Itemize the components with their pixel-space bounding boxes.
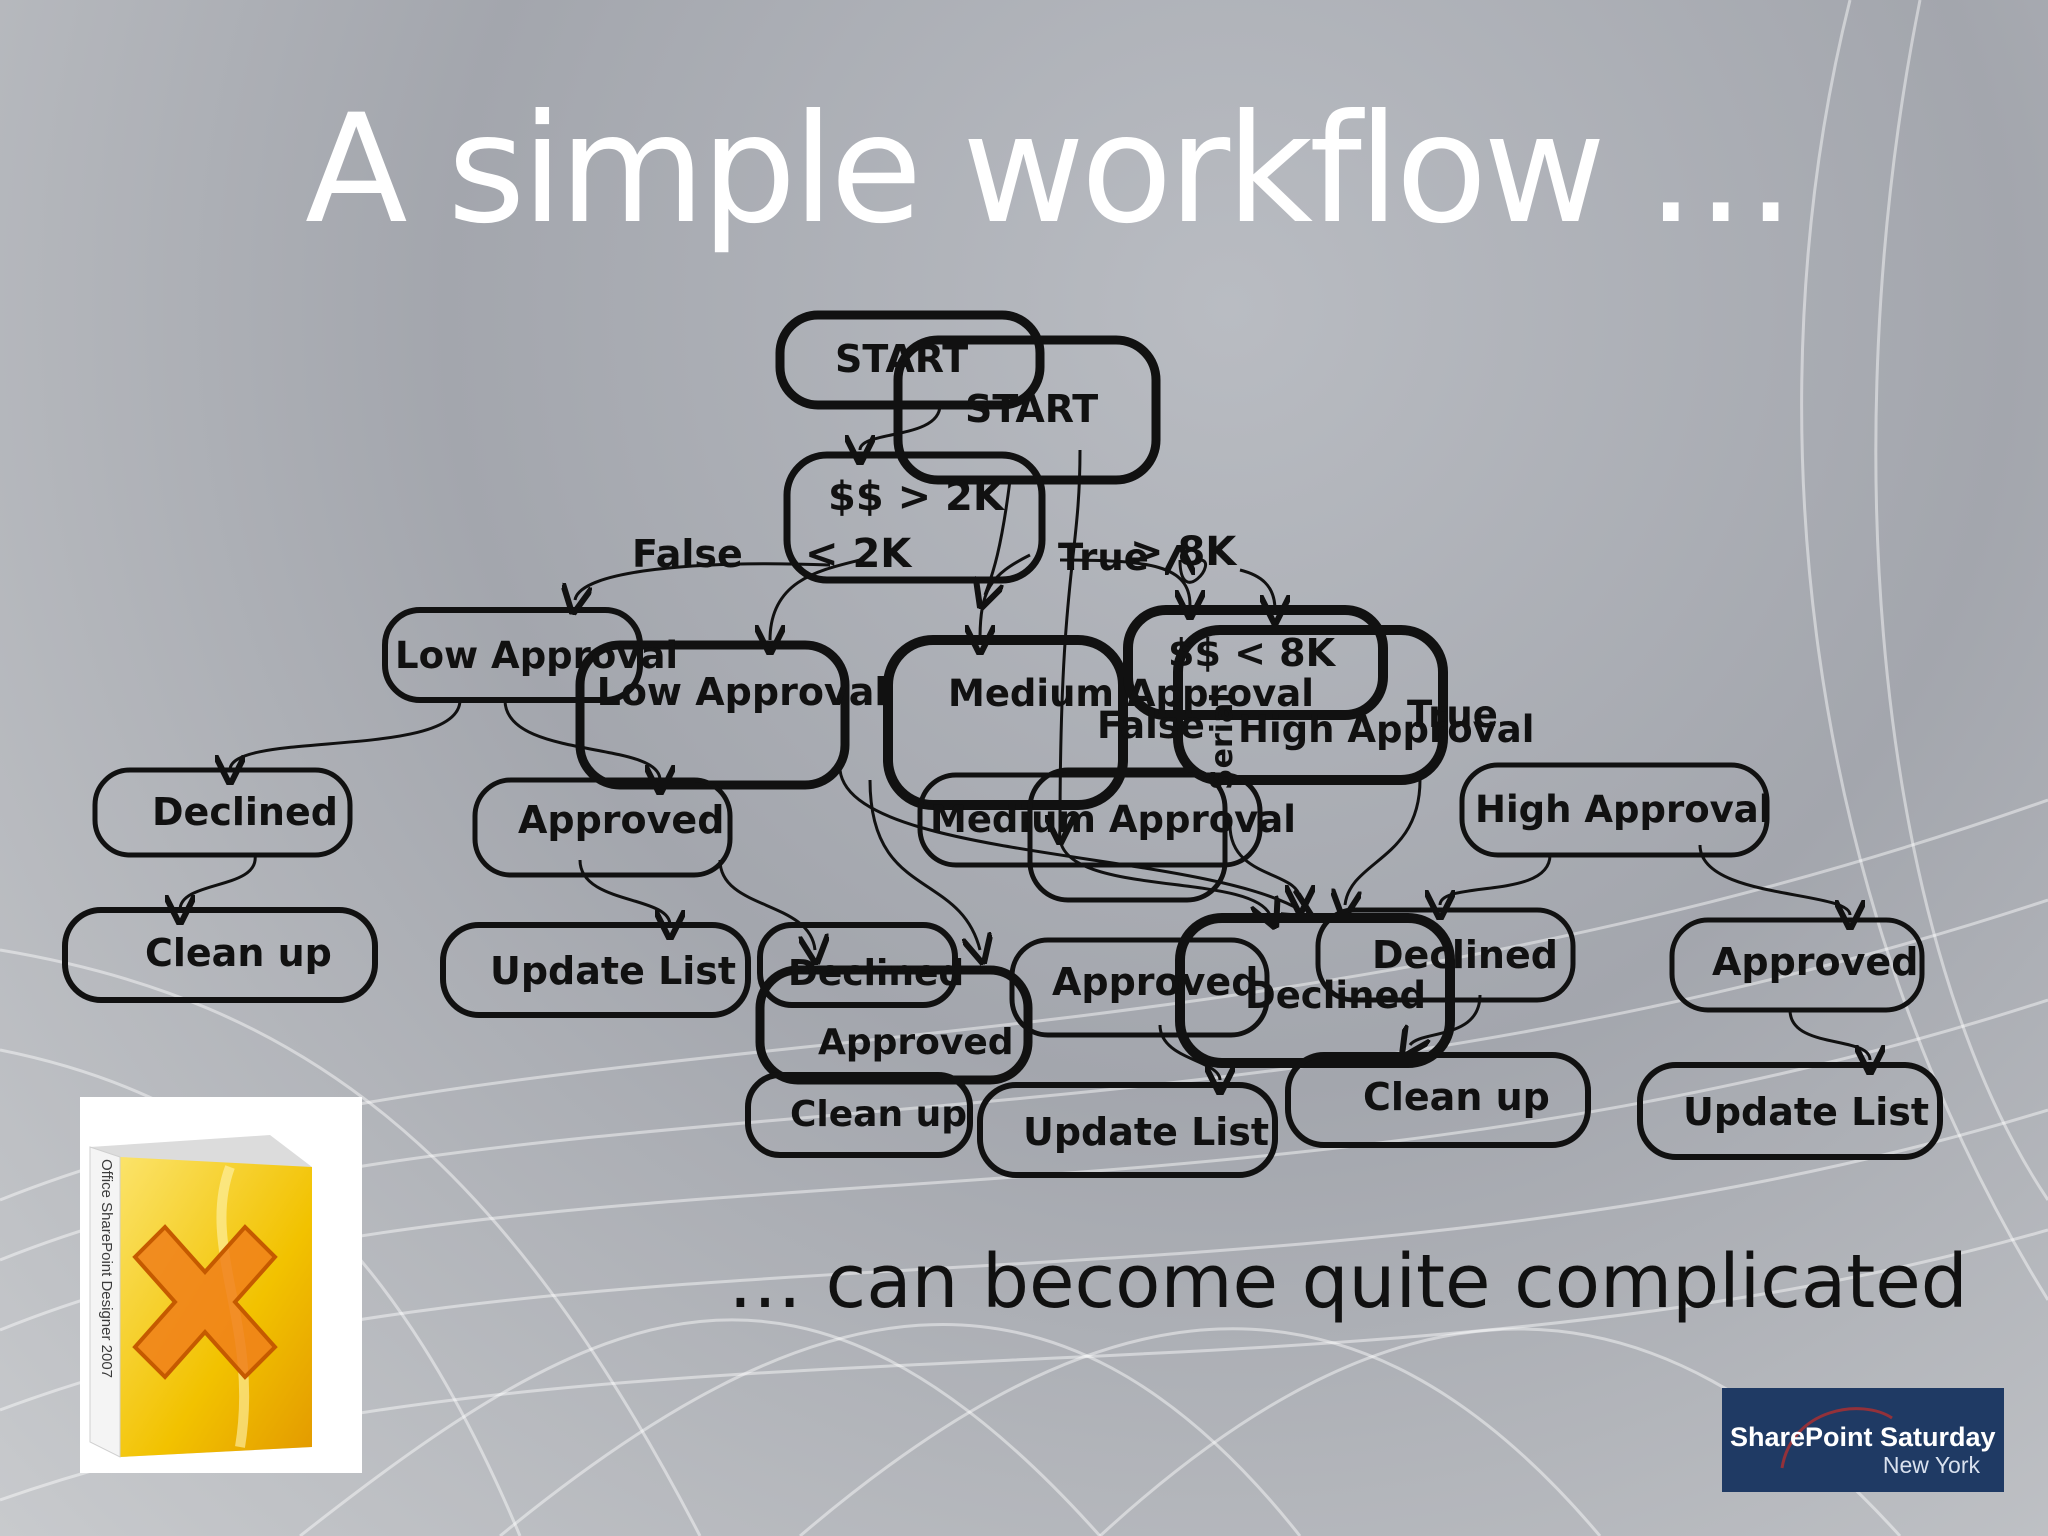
connector [180, 854, 257, 910]
node-medium-approval-b: Medium Approval [930, 798, 1296, 841]
slide-title: A simple workflow … [305, 83, 1796, 257]
slide-subtitle: … can become quite complicated [728, 1239, 1968, 1325]
node-outline [62, 907, 378, 1003]
logo-swoosh-icon [1780, 1407, 1893, 1469]
node-approved-c: Approved [1052, 960, 1258, 1004]
edge-label-false-1: False [632, 532, 743, 576]
node-outline [1123, 605, 1388, 720]
node-low-approval-b: Low Approval [597, 670, 888, 714]
node-approved-b: Approved [818, 1022, 1014, 1063]
product-box-text: Office SharePoint Designer 2007 [98, 1159, 115, 1378]
connector [985, 479, 1012, 595]
node-outline [1459, 762, 1770, 858]
connector [1440, 854, 1552, 905]
node-outline [440, 922, 751, 1018]
node-outline [893, 335, 1161, 485]
connector [230, 699, 462, 770]
box-spine [89, 1146, 121, 1458]
node-update-list-a: Update List [490, 949, 736, 993]
edge-label-false-2: False [1097, 704, 1205, 747]
node-outline [1669, 917, 1925, 1013]
node-outline [917, 772, 1263, 868]
node-outline [977, 1082, 1278, 1178]
node-outline [1173, 625, 1448, 785]
node-cleanup-c: Clean up [1363, 1075, 1550, 1119]
node-cleanup-b: Clean up [790, 1094, 967, 1135]
logo-line-1: SharePoint Saturday [1730, 1422, 1996, 1452]
edge-label-serial: Serial [1205, 692, 1240, 790]
node-outline [92, 767, 353, 858]
node-update-list-c: Update List [1683, 1090, 1929, 1134]
cross-icon [132, 1224, 278, 1380]
node-outline [1175, 913, 1455, 1068]
connector [1698, 844, 1850, 915]
edge-label-lt-2k: < 2K [805, 531, 913, 577]
connector [1060, 449, 1082, 830]
edge-labels: False < 2K True > 8K False True Serial [632, 529, 1498, 790]
connector [578, 859, 670, 925]
connector [718, 859, 815, 950]
node-cleanup-a: Clean up [145, 931, 332, 975]
connector [868, 779, 980, 950]
connector [1239, 568, 1275, 610]
product-box-image: Office SharePoint Designer 2007 [80, 1097, 362, 1473]
connector [1345, 779, 1422, 905]
node-approved-a: Approved [518, 798, 724, 842]
node-start-a: START [835, 337, 968, 381]
node-start-b: START [965, 387, 1098, 431]
sharepoint-saturday-logo: SharePoint Saturday New York [1722, 1388, 2004, 1492]
node-outline [883, 635, 1128, 810]
connector [1788, 1009, 1870, 1060]
connector [838, 769, 1300, 910]
node-outline [382, 607, 643, 703]
connector [770, 558, 861, 640]
node-outline [1285, 1052, 1591, 1148]
node-cond-8k: $$ < 8K [1168, 631, 1337, 675]
edge-label-true-1: True [1058, 536, 1149, 579]
node-outline [472, 777, 733, 878]
connector [980, 553, 1031, 640]
node-labels: START START $$ > 2K Low Approval Low App… [145, 337, 1929, 1154]
node-outline [1637, 1062, 1943, 1160]
connectors [180, 404, 1870, 1080]
low-approval-b-text: Low Approval [597, 670, 888, 714]
node-outline [1009, 937, 1270, 1038]
node-medium-approval-a: Medium Approval [948, 672, 1314, 715]
node-declined-d: Declined [1245, 974, 1426, 1017]
node-cond-2k: $$ > 2K [828, 474, 1006, 520]
node-high-approval-a: High Approval [1238, 708, 1534, 751]
node-outline [745, 1072, 973, 1158]
node-approved-d: Approved [1712, 940, 1918, 984]
logo-line-2: New York [1882, 1452, 1980, 1478]
node-outline [775, 310, 1045, 410]
sharepoint-designer-box-icon: Office SharePoint Designer 2007 [89, 1135, 312, 1458]
node-outline [755, 965, 1033, 1085]
node-declined-a: Declined [152, 790, 338, 834]
node-update-list-b: Update List [1023, 1110, 1269, 1154]
node-declined-b: Declined [788, 953, 964, 994]
edge-label-gt-8k: > 8K [1130, 529, 1238, 575]
connector [1059, 558, 1190, 605]
connector [575, 562, 831, 600]
node-declined-c: Declined [1372, 933, 1558, 977]
node-outlines [62, 310, 1943, 1178]
node-high-approval-b: High Approval [1475, 788, 1771, 831]
node-outline [757, 922, 958, 1008]
connector [1058, 829, 1270, 915]
connector [1180, 560, 1207, 584]
node-outline [783, 451, 1046, 584]
node-outline [1027, 767, 1228, 903]
node-low-approval-a: Low Approval [395, 634, 678, 677]
edge-label-true-2: True [1407, 693, 1498, 736]
